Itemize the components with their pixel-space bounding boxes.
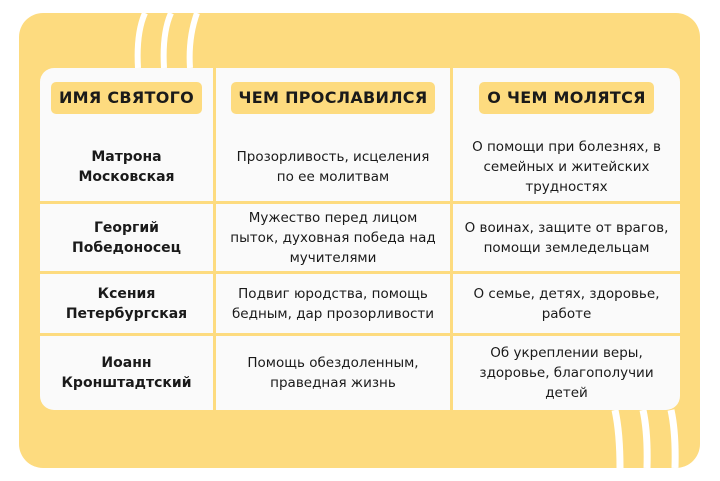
saint-fame: Подвиг юродства, помощь бедным, дар проз… bbox=[216, 271, 453, 333]
header-prayer: О ЧЕМ МОЛЯТСЯ bbox=[479, 82, 654, 114]
decorative-stripes bbox=[134, 13, 679, 468]
saint-prayer: О помощи при болезнях, в семейных и жите… bbox=[472, 139, 661, 195]
header-name: ИМЯ СВЯТОГО bbox=[50, 82, 203, 114]
saint-prayer: О воинах, защите от врагов, помощи земле… bbox=[453, 201, 680, 271]
saint-prayer: Об укреплении веры, здоровье, благополуч… bbox=[453, 333, 680, 410]
header-cell: ЧЕМ ПРОСЛАВИЛСЯ bbox=[216, 68, 453, 133]
header-fame: ЧЕМ ПРОСЛАВИЛСЯ bbox=[230, 82, 436, 114]
header-cell: ИМЯ СВЯТОГО bbox=[40, 68, 216, 133]
saint-prayer: О семье, детях, здоровье, работе bbox=[453, 271, 680, 333]
saint-fame: Прозорливость, исцеления по ее молитвам bbox=[216, 133, 453, 201]
header-cell: О ЧЕМ МОЛЯТСЯ bbox=[453, 68, 680, 133]
saint-fame: Мужество перед лицом пыток, духовная поб… bbox=[216, 201, 453, 271]
saints-table: ИМЯ СВЯТОГО ЧЕМ ПРОСЛАВИЛСЯ О ЧЕМ МОЛЯТС… bbox=[40, 68, 680, 410]
saint-fame: Помощь обездоленным, праведная жизнь bbox=[216, 333, 453, 410]
saint-name: Матрона Московская bbox=[40, 133, 216, 201]
saint-name: Георгий Победоносец bbox=[40, 201, 216, 271]
saint-name: Ксения Петербургская bbox=[40, 271, 216, 333]
saint-name: Иоанн Кронштадтский bbox=[40, 333, 216, 410]
